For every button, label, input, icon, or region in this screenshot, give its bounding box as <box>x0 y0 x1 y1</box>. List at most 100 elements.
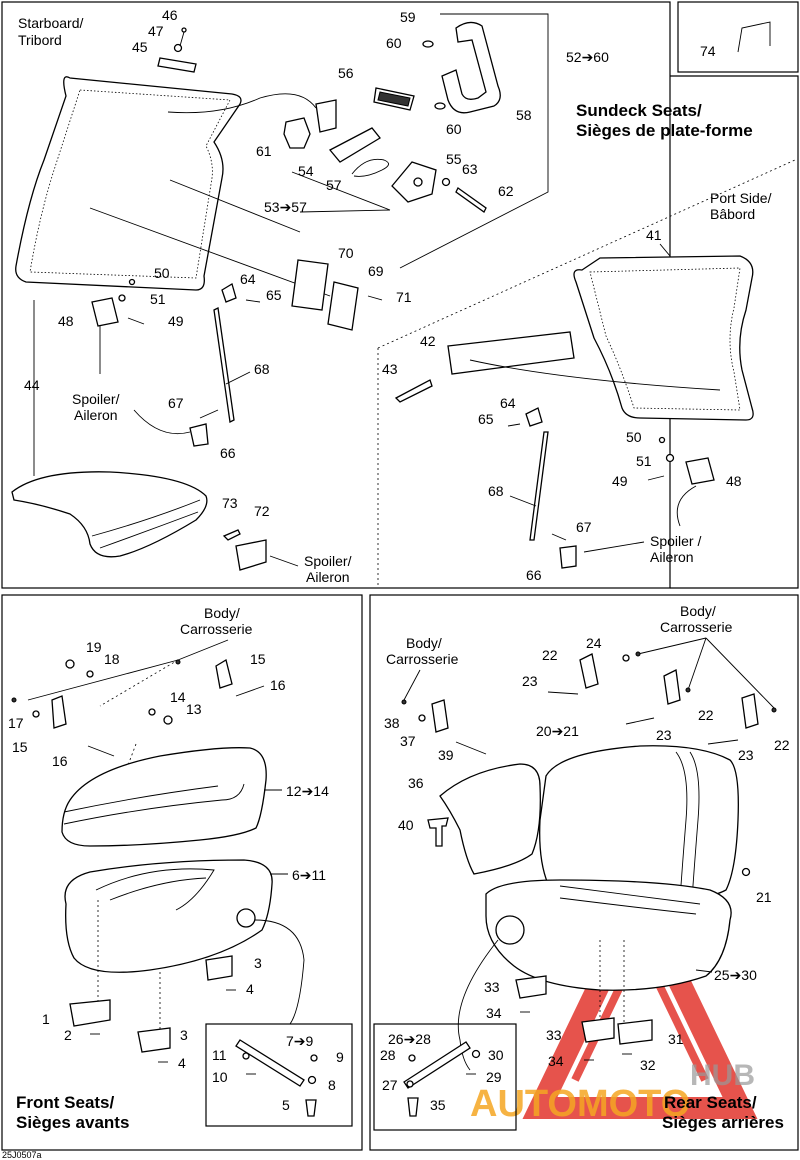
callout-18: 18 <box>104 651 120 667</box>
callout-49b: 49 <box>612 473 628 489</box>
rivet-23a <box>547 691 579 695</box>
bracket-31 <box>617 1019 653 1045</box>
rivet-16b <box>87 745 115 757</box>
callout-34b: 34 <box>548 1053 564 1069</box>
callout-23a: 23 <box>522 673 538 689</box>
callout-2: 2 <box>64 1027 72 1043</box>
callout-28: 28 <box>380 1047 396 1063</box>
callout-23b: 23 <box>656 727 672 743</box>
front-backrest <box>61 747 267 847</box>
front-seat-base <box>64 859 273 973</box>
rivet-23b <box>625 717 655 725</box>
watermark-text-hub: HUB <box>690 1059 755 1092</box>
screw-35 <box>407 1097 419 1117</box>
plate-54 <box>328 127 381 163</box>
spoiler-label-a-fr: Aileron <box>74 407 118 423</box>
push-pin-40 <box>427 817 449 847</box>
rear-seats-title: Rear Seats/ <box>664 1093 757 1112</box>
sundeck-subassembly-outline <box>399 13 549 269</box>
callout-32: 32 <box>640 1057 656 1073</box>
callout-4a: 4 <box>246 981 254 997</box>
callout-51b: 51 <box>636 453 652 469</box>
front-detail-box <box>205 1023 353 1127</box>
callout-69: 69 <box>368 263 384 279</box>
rear-panel-frame <box>369 594 799 1151</box>
callout-61: 61 <box>256 143 272 159</box>
bracket-72 <box>235 539 267 571</box>
spoiler-label-b: Spoiler / <box>650 533 701 549</box>
rear-body-label-2-fr: Carrosserie <box>660 619 733 635</box>
rear-seat-base <box>485 879 732 991</box>
screw-67a <box>199 409 219 419</box>
bracket-3b <box>137 1027 171 1053</box>
callout-72: 72 <box>254 503 270 519</box>
latch-55 <box>391 161 437 203</box>
sundeck-title-fr: Sièges de plate-forme <box>576 121 753 140</box>
callout-29: 29 <box>486 1069 502 1085</box>
callout-33b: 33 <box>546 1027 562 1043</box>
callout-24: 24 <box>586 635 602 651</box>
callout-11: 11 <box>212 1047 227 1063</box>
spoiler-label-c: Spoiler/ <box>304 553 352 569</box>
callout-39: 39 <box>438 747 454 763</box>
callout-37: 37 <box>400 733 416 749</box>
callout-64a: 64 <box>240 271 256 287</box>
callout-64b: 64 <box>500 395 516 411</box>
callout-48b: 48 <box>726 473 742 489</box>
callout-59: 59 <box>400 9 416 25</box>
callout-22b: 22 <box>698 707 714 723</box>
rear-body-label-2: Body/ <box>680 603 716 619</box>
callout-43: 43 <box>382 361 398 377</box>
front-body-label: Body/ <box>204 605 240 621</box>
accessory-box-frame <box>677 1 799 73</box>
bracket-64a <box>221 283 237 303</box>
rivet-16a <box>235 685 265 697</box>
clip-74 <box>737 21 771 53</box>
port-side-label: Port Side/ <box>710 190 772 206</box>
callout-25: 25➔30 <box>714 967 757 983</box>
callout-42: 42 <box>420 333 436 349</box>
spoiler-label-c-fr: Aileron <box>306 569 350 585</box>
rear-seats-title-fr: Sièges arrières <box>662 1113 784 1132</box>
gas-strut-68a <box>213 307 235 423</box>
rear-body-label-1: Body/ <box>406 635 442 651</box>
slide-rail-26 <box>403 1041 471 1089</box>
callout-73: 73 <box>222 495 238 511</box>
rivet-23c <box>707 739 739 745</box>
screw-71 <box>367 295 383 301</box>
callout-71: 71 <box>396 289 412 305</box>
starboard-label-fr: Tribord <box>18 32 62 48</box>
callout-31: 31 <box>668 1031 684 1047</box>
callout-47: 47 <box>148 23 164 39</box>
rivet-39 <box>455 741 487 755</box>
callout-62: 62 <box>498 183 514 199</box>
bracket-66b <box>559 545 577 569</box>
bolt-62 <box>455 187 487 213</box>
callout-16a: 16 <box>270 677 286 693</box>
front-seats-title-fr: Sièges avants <box>16 1113 129 1132</box>
bracket-37 <box>431 699 449 733</box>
bolt-73 <box>222 529 241 541</box>
callout-57: 57 <box>326 177 342 193</box>
callout-41: 41 <box>646 227 662 243</box>
rear-backrest <box>539 745 739 903</box>
washer-63 <box>441 177 451 187</box>
callout-3b: 3 <box>180 1027 188 1043</box>
screw-5 <box>305 1099 317 1117</box>
callout-15a: 15 <box>250 651 266 667</box>
callout-16b: 16 <box>52 753 68 769</box>
front-panel-frame <box>1 594 363 1151</box>
port-side-label-fr: Bâbord <box>710 206 755 222</box>
callout-8: 8 <box>328 1077 336 1093</box>
callout-58: 58 <box>516 107 532 123</box>
starboard-backrest <box>11 471 208 558</box>
hinge-69 <box>327 281 359 331</box>
callout-10: 10 <box>212 1069 228 1085</box>
callout-6: 6➔11 <box>292 867 326 883</box>
callout-40: 40 <box>398 817 414 833</box>
bracket-66a <box>189 423 209 447</box>
callout-22a: 22 <box>542 647 558 663</box>
callout-4b: 4 <box>178 1055 186 1071</box>
bracket-33a <box>515 975 547 999</box>
